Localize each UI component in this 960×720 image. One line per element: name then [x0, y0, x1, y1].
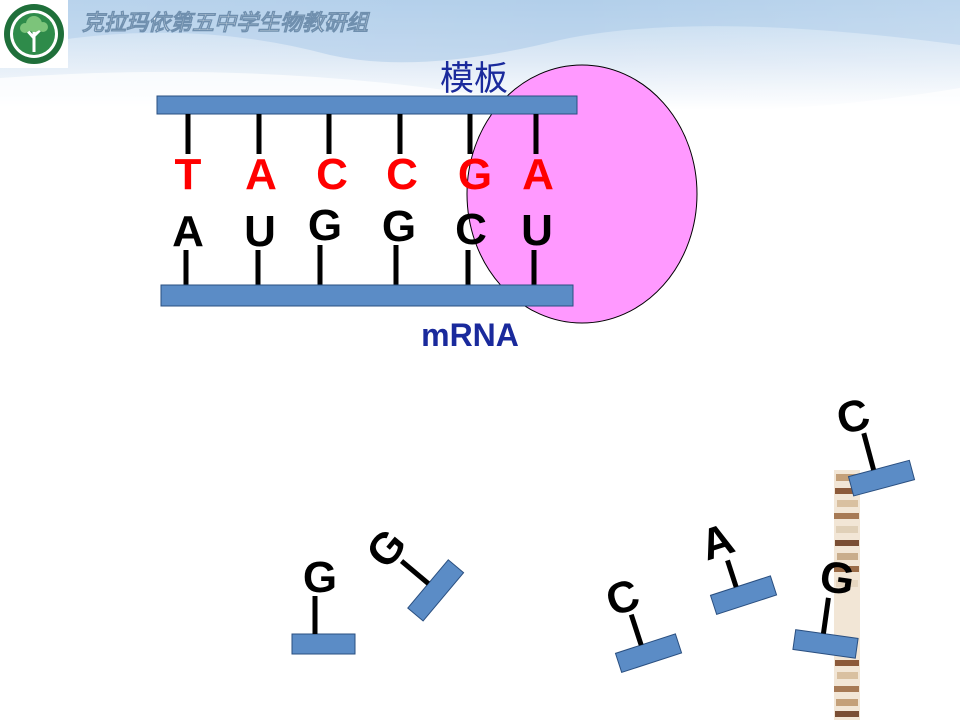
mrna-label: mRNA	[421, 317, 519, 353]
template-label: 模板	[440, 59, 508, 99]
template-strand	[156, 95, 578, 115]
mrna-base: G	[382, 202, 416, 251]
free-nucleotide-base: C	[600, 570, 645, 626]
free-nucleotide-base: C	[832, 389, 875, 445]
mrna-base: C	[455, 205, 487, 254]
free-nucleotide-base: G	[817, 552, 858, 605]
template-base: G	[458, 150, 492, 199]
template-base: A	[522, 150, 554, 199]
free-nucleotide-base: G	[303, 553, 337, 602]
free-nucleotide: G	[291, 553, 356, 655]
template-base: C	[386, 150, 418, 199]
free-nucleotide: C	[600, 570, 683, 674]
header-title: 克拉玛依第五中学生物教研组	[82, 10, 371, 35]
free-nucleotide: G	[357, 520, 465, 622]
mrna-strand	[160, 284, 574, 307]
ribosome-circle-icon	[466, 64, 698, 324]
template-base: T	[175, 150, 202, 199]
template-base: C	[316, 150, 348, 199]
template-base: A	[245, 150, 277, 199]
template-stems	[185, 114, 539, 154]
mrna-stems	[183, 245, 537, 285]
free-nucleotide: A	[695, 514, 778, 616]
mrna-base: G	[308, 201, 342, 250]
free-nucleotide-base: A	[695, 514, 740, 570]
mrna-base: A	[172, 207, 204, 256]
tree-emblem-icon	[0, 0, 68, 68]
mrna-base: U	[244, 207, 276, 256]
mrna-base: U	[521, 206, 553, 255]
free-nucleotide: G	[792, 552, 859, 659]
header-banner	[0, 0, 960, 111]
book-stack-icon	[834, 470, 860, 720]
